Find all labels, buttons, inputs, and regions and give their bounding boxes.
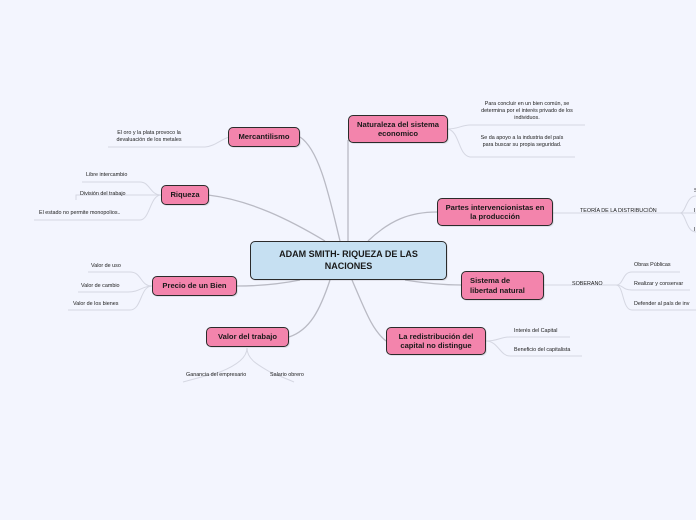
leaf-sistema-3[interactable]: Defender al país de inv [634,301,690,307]
topic-naturaleza-label: Naturaleza del sistema economico [357,119,439,138]
leaf-riqueza-1[interactable]: Libre intercambio [86,172,128,178]
subtopic-soberano[interactable]: SOBERANO [572,281,603,287]
topic-mercantilismo-label: Mercantilismo [238,132,290,142]
topic-sistema[interactable]: Sistema de libertad natural [461,271,544,300]
topic-precio-label: Precio de un Bien [162,281,227,291]
leaf-redistribucion-1[interactable]: Interés del Capital [514,328,558,334]
leaf-trabajo-2[interactable]: Salario obrero [270,372,304,378]
subtopic-teoria-distribucion[interactable]: TEORÍA DE LA DISTRIBUCIÓN [580,208,657,214]
topic-partes-label: Partes intervencionistas en la producció… [445,202,545,221]
topic-trabajo[interactable]: Valor del trabajo [206,327,289,347]
topic-riqueza[interactable]: Riqueza [161,185,209,205]
leaf-precio-2[interactable]: Valor de cambio [81,283,120,289]
leaf-naturaleza-2[interactable]: Se da apoyo a la industria del país para… [480,135,564,149]
leaf-naturaleza-1[interactable]: Para concluir en un bien común, se deter… [481,101,573,122]
leaf-riqueza-3[interactable]: El estado no permite monopolios.. [39,210,121,216]
central-topic-label: ADAM SMITH- RIQUEZA DE LAS NACIONES [279,248,418,271]
leaf-precio-1[interactable]: Valor de uso [91,263,121,269]
leaf-sistema-1[interactable]: Obras Públicas [634,262,671,268]
leaf-partes-3[interactable]: I [694,227,696,233]
leaf-partes-2[interactable]: I [694,208,696,214]
topic-naturaleza[interactable]: Naturaleza del sistema economico [348,115,448,143]
topic-redistribucion[interactable]: La redistribución del capital no disting… [386,327,486,355]
leaf-precio-3[interactable]: Valor de los bienes [73,301,119,307]
leaf-sistema-2[interactable]: Realizar y conservar [634,281,684,287]
topic-sistema-label: Sistema de libertad natural [470,276,525,295]
central-topic[interactable]: ADAM SMITH- RIQUEZA DE LAS NACIONES [250,241,447,280]
leaf-partes-1[interactable]: S [694,188,696,194]
leaf-mercantilismo-1[interactable]: El oro y la plata provoco la devaluación… [116,130,182,144]
topic-partes[interactable]: Partes intervencionistas en la producció… [437,198,553,226]
leaf-redistribucion-2[interactable]: Beneficio del capitalista [514,347,571,353]
topic-precio[interactable]: Precio de un Bien [152,276,237,296]
topic-redistribucion-label: La redistribución del capital no disting… [398,331,474,350]
topic-riqueza-label: Riqueza [170,190,200,200]
leaf-trabajo-1[interactable]: Ganancia del empresario [186,372,247,378]
leaf-riqueza-2[interactable]: División del trabajo [80,191,126,197]
topic-mercantilismo[interactable]: Mercantilismo [228,127,300,147]
topic-trabajo-label: Valor del trabajo [217,332,278,342]
